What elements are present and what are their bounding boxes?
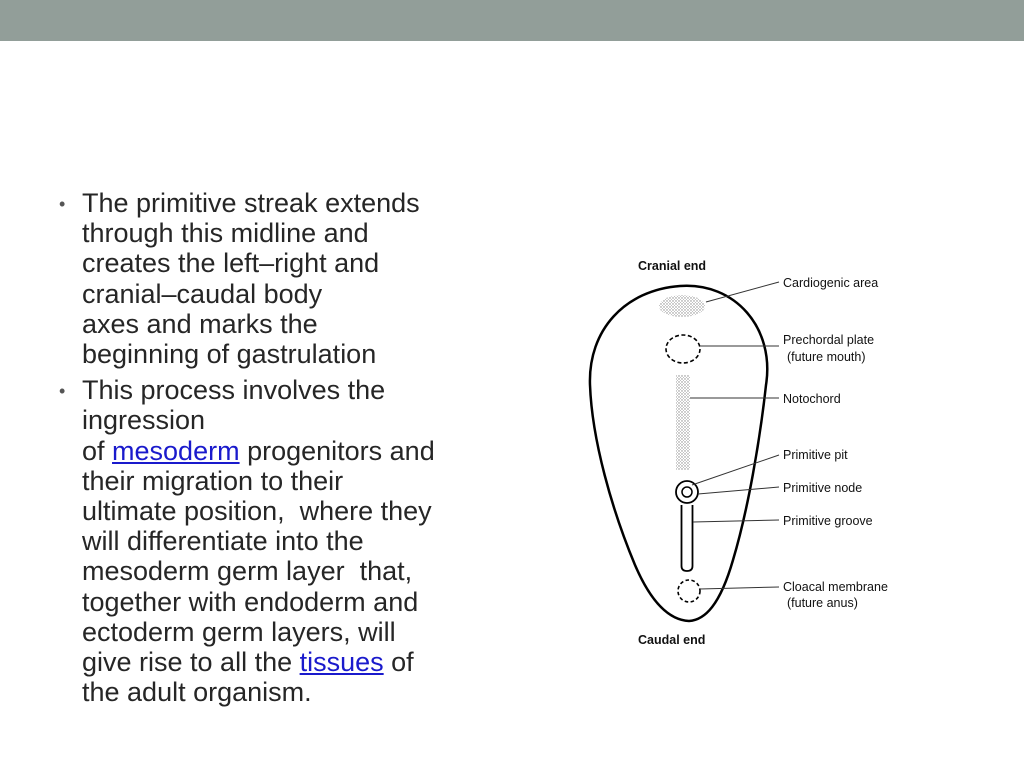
bullet-line: axes and marks the [82, 309, 498, 339]
bullet-text: of [82, 435, 113, 466]
bullet-text: axes and marks the [82, 308, 318, 339]
bullet-text: the adult organism. [82, 677, 312, 708]
leader-node [697, 486, 780, 495]
bullet-line: mesoderm germ layer that, [82, 556, 498, 586]
caudal-end-label: Caudal end [638, 633, 705, 647]
bullet-line: ultimate position, where they [82, 496, 498, 526]
link-tissues[interactable]: tissues [299, 647, 384, 678]
label-future-anus: (future anus) [787, 596, 858, 610]
bullet-line: ectoderm germ layers, will [82, 617, 498, 647]
cloacal-membrane [677, 579, 701, 603]
slide-top-bar [0, 0, 1024, 41]
bullet-text: cranial–caudal body [82, 278, 323, 309]
label-future-mouth: (future mouth) [787, 350, 866, 364]
bullet-text: mesoderm germ layer that, [82, 556, 413, 587]
leader-pit [691, 454, 780, 486]
primitive-streak [680, 505, 694, 572]
bullet-dot: • [59, 194, 66, 214]
label-cardiogenic-area: Cardiogenic area [783, 276, 878, 290]
bullet-text: The primitive streak extends [82, 188, 420, 218]
bullet-line: through this midline and [82, 218, 498, 248]
bullet-line: their migration to their [82, 466, 498, 496]
leader-cloacal [699, 586, 780, 590]
label-primitive-node: Primitive node [783, 481, 862, 495]
embryonic-disc-outline [588, 284, 769, 623]
embryo-diagram: Cranial end Caudal end Cardiogenic area … [588, 259, 888, 647]
bullet-line: creates the left–right and [82, 248, 498, 278]
primitive-pit [681, 486, 693, 498]
bullet-text: of [383, 647, 414, 678]
bullet-line: This process involves the [82, 375, 498, 405]
bullet-line: the adult organism. [82, 677, 498, 707]
bullet-text: ingression [82, 405, 206, 436]
primitive-node [675, 480, 699, 504]
bullet-line: together with endoderm and [82, 587, 498, 617]
bullet-text: This process involves the [82, 375, 386, 406]
bullet-text: give rise to all the [82, 647, 300, 678]
leader-cardiogenic [705, 281, 780, 303]
bullet-dot: • [59, 381, 66, 402]
label-prechordal-plate: Prechordal plate [783, 333, 874, 347]
bullet-line: beginning of gastrulation [82, 339, 498, 369]
bullet-text: their migration to their [82, 465, 344, 496]
bullet-line: will differentiate into the [82, 526, 498, 556]
bullet-line: cranial–caudal body [82, 279, 498, 309]
leader-groove [692, 519, 780, 523]
bullet-text: creates the left–right and [82, 248, 380, 279]
bullet-text: together with endoderm and [82, 586, 419, 617]
bullet-line: ingression [82, 405, 498, 435]
bullet-text: progenitors and [239, 435, 435, 466]
cranial-end-label: Cranial end [638, 259, 706, 273]
bullet-line: The primitive streak extends [82, 188, 498, 218]
label-cloacal-membrane: Cloacal membrane [783, 580, 888, 594]
label-primitive-groove: Primitive groove [783, 514, 873, 528]
cardiogenic-area [659, 295, 705, 317]
bullet-line: give rise to all the tissues of [82, 647, 498, 677]
label-primitive-pit: Primitive pit [783, 448, 848, 462]
bullet-text: ultimate position, where they [82, 496, 432, 527]
notochord [676, 375, 690, 470]
label-notochord: Notochord [783, 392, 841, 406]
bullet-line: of mesoderm progenitors and [82, 436, 498, 466]
bullet-text: ectoderm germ layers, will [82, 616, 396, 647]
prechordal-plate [665, 334, 701, 364]
bullet-text: will differentiate into the [82, 526, 364, 557]
link-mesoderm[interactable]: mesoderm [112, 435, 240, 466]
bullet-text: beginning of gastrulation [82, 339, 377, 370]
bullet-text: through this midline and [82, 218, 369, 249]
